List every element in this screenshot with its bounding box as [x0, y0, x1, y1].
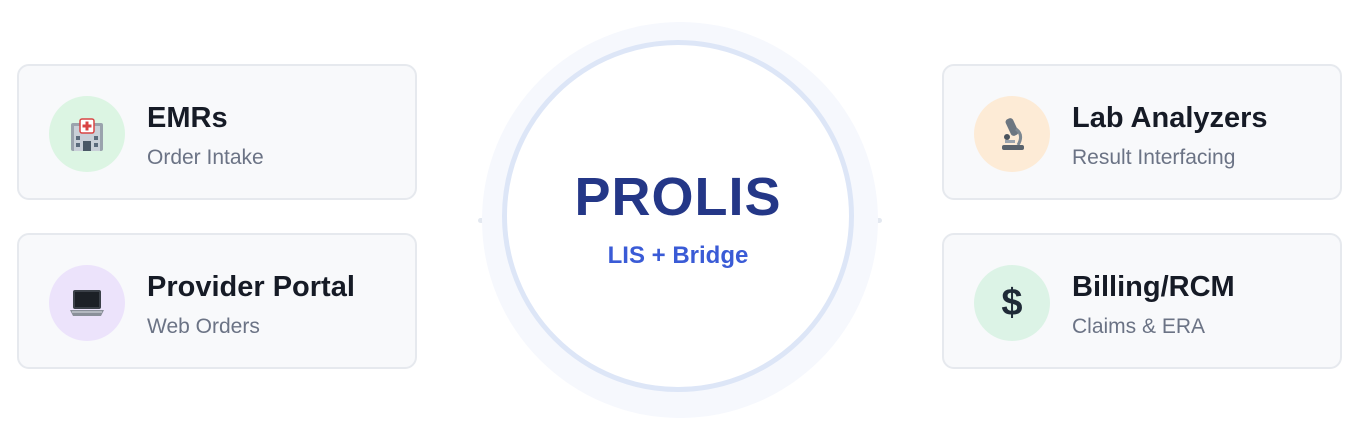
card-subtitle: Result Interfacing: [1072, 146, 1236, 169]
hub-subtitle: LIS + Bridge: [607, 242, 749, 269]
microscope-icon: [974, 96, 1050, 172]
card-provider-portal: Provider Portal Web Orders: [17, 233, 417, 369]
laptop-icon: [49, 265, 125, 341]
card-title: Provider Portal: [147, 271, 355, 303]
card-subtitle: Web Orders: [147, 315, 260, 338]
card-billing-rcm: $ Billing/RCM Claims & ERA: [942, 233, 1342, 369]
card-lab-analyzers: Lab Analyzers Result Interfacing: [942, 64, 1342, 200]
card-subtitle: Claims & ERA: [1072, 315, 1206, 338]
card-title: Lab Analyzers: [1072, 102, 1268, 134]
card-title: EMRs: [147, 102, 228, 134]
hub-circle: PROLIS LIS + Bridge: [502, 40, 854, 392]
card-emrs: EMRs Order Intake: [17, 64, 417, 200]
card-title: Billing/RCM: [1072, 271, 1235, 303]
hub-title: PROLIS: [574, 167, 782, 227]
dollar-icon: $: [974, 265, 1050, 341]
hospital-icon: [49, 96, 125, 172]
card-subtitle: Order Intake: [147, 146, 264, 169]
